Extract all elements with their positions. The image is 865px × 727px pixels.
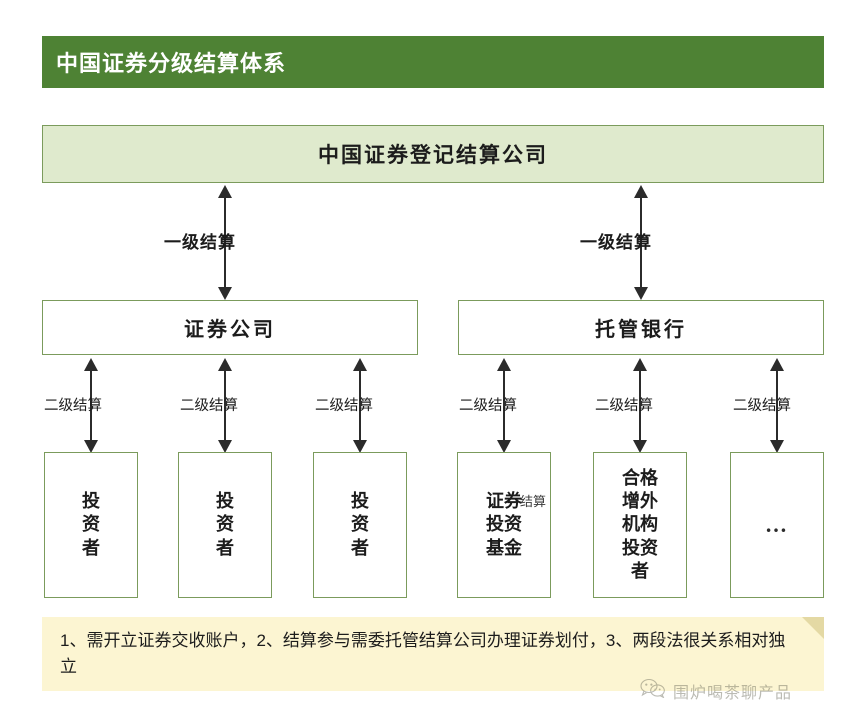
tier2-arrow-4 — [497, 358, 511, 454]
node-label: 中国证券登记结算公司 — [318, 143, 548, 167]
tier2-arrow-1 — [84, 358, 98, 454]
arrow-head-up-icon — [84, 358, 98, 371]
arrow-head-up-icon — [353, 358, 367, 371]
arrow-head-down-icon — [84, 440, 98, 453]
arrow-head-down-icon — [633, 440, 647, 453]
arrow-head-down-icon — [770, 440, 784, 453]
arrow-shaft — [90, 370, 92, 442]
tier2-arrow-3 — [353, 358, 367, 454]
node-central-depository: 中国证券登记结算公司 — [42, 125, 824, 183]
node-securities-company: 证券公司 — [42, 300, 418, 355]
node-label: 投 资 者 — [351, 491, 369, 558]
tier2-label-1: 二级结算 — [44, 398, 102, 414]
arrow-shaft — [639, 370, 641, 442]
node-label: 合格 增外 机构 投资 者 — [622, 468, 658, 581]
arrow-head-up-icon — [218, 185, 232, 198]
arrow-head-down-icon — [218, 287, 232, 300]
tier1-label-right: 一级结算 — [580, 233, 652, 252]
arrow-head-up-icon — [633, 358, 647, 371]
tier2-arrow-6 — [770, 358, 784, 454]
tier2-label-5: 二级结算 — [595, 398, 653, 414]
tier1-label-left: 一级结算 — [164, 233, 236, 252]
node-qualified-foreign-institutional-investor: 合格 增外 机构 投资 者 — [593, 452, 687, 598]
arrow-head-down-icon — [634, 287, 648, 300]
arrow-shaft — [640, 197, 642, 289]
node-investor-1: 投 资 者 — [44, 452, 138, 598]
arrow-head-down-icon — [353, 440, 367, 453]
node-custodian-bank: 托管银行 — [458, 300, 824, 355]
node-label: 投 资 者 — [82, 491, 100, 558]
arrow-head-up-icon — [634, 185, 648, 198]
arrow-shaft — [503, 370, 505, 442]
overlap-artifact-text: 结算 — [520, 494, 547, 509]
footnote-card: 1、需开立证券交收账户，2、结算参与需委托管结算公司办理证券划付，3、两段法很关… — [42, 617, 824, 691]
node-securities-investment-fund: 证券 投资 基金 — [457, 452, 551, 598]
arrow-shaft — [776, 370, 778, 442]
arrow-shaft — [359, 370, 361, 442]
tier2-label-2: 二级结算 — [180, 398, 238, 414]
tier1-arrow-right — [634, 185, 648, 300]
tier2-arrow-5 — [633, 358, 647, 454]
watermark-text: 围炉喝茶聊产品 — [673, 684, 793, 702]
node-label: 证券 投资 基金 — [486, 491, 522, 558]
watermark: 围炉喝茶聊产品 — [640, 678, 792, 703]
tier2-label-3: 二级结算 — [315, 398, 373, 414]
page-title: 中国证券分级结算体系 — [56, 51, 287, 76]
arrow-shaft — [224, 197, 226, 289]
footnote-text: 1、需开立证券交收账户，2、结算参与需委托管结算公司办理证券划付，3、两段法很关… — [60, 631, 786, 677]
arrow-head-down-icon — [218, 440, 232, 453]
node-label: 托管银行 — [595, 319, 687, 341]
tier2-label-6: 二级结算 — [733, 398, 791, 414]
arrow-head-down-icon — [497, 440, 511, 453]
wechat-icon — [640, 678, 666, 703]
title-banner: 中国证券分级结算体系 — [42, 36, 824, 88]
node-ellipsis: … — [730, 452, 824, 598]
node-investor-3: 投 资 者 — [313, 452, 407, 598]
node-label: 证券公司 — [184, 319, 276, 341]
folded-corner-icon — [802, 617, 824, 639]
tier2-arrow-2 — [218, 358, 232, 454]
tier1-arrow-left — [218, 185, 232, 300]
arrow-head-up-icon — [497, 358, 511, 371]
node-label: … — [765, 512, 789, 537]
tier2-label-4: 二级结算 — [459, 398, 517, 414]
node-label: 投 资 者 — [216, 491, 234, 558]
node-investor-2: 投 资 者 — [178, 452, 272, 598]
arrow-head-up-icon — [218, 358, 232, 371]
arrow-shaft — [224, 370, 226, 442]
arrow-head-up-icon — [770, 358, 784, 371]
